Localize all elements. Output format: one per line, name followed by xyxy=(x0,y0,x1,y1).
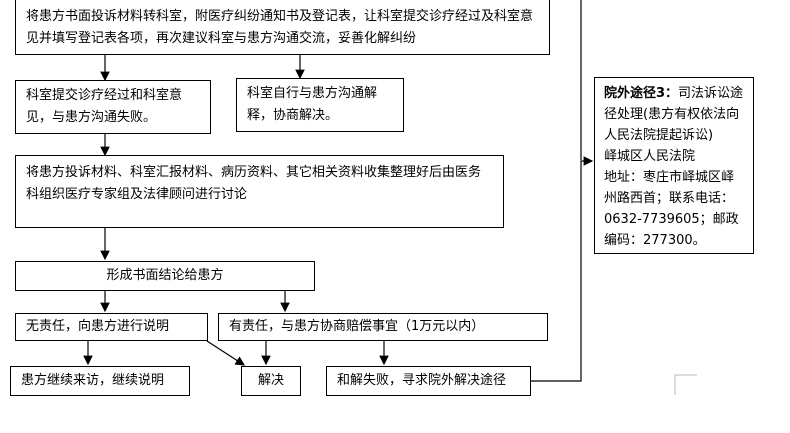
step-resolved: 解决 xyxy=(241,366,301,396)
step-no-liability: 无责任，向患方进行说明 xyxy=(15,313,208,341)
step-settlefail-text: 和解失败，寻求院外解决途径 xyxy=(337,373,507,388)
step-continue-visit: 患方继续来访，继续说明 xyxy=(10,366,190,396)
court-route-heading: 院外途径3： xyxy=(604,86,679,101)
step-resolved-text: 解决 xyxy=(257,373,284,388)
court-address: 地址：枣庄市峄城区峄州路西首；联系电话：0632-7739605；邮政编码：27… xyxy=(604,170,739,248)
step-transfer-to-department: 将患方书面投诉材料转科室，附医疗纠纷通知书及登记表，让科室提交诊疗经过及科室意见… xyxy=(15,0,550,55)
court-name: 峄城区人民法院 xyxy=(604,149,696,164)
arrow-noliab-to-resolved xyxy=(206,340,246,366)
step-communication-failed: 科室提交诊疗经过和科室意见，与患方沟通失败。 xyxy=(15,80,211,134)
step-liab-text: 有责任，与患方协商赔偿事宜（1万元以内） xyxy=(229,319,485,334)
step-continue-text: 患方继续来访，继续说明 xyxy=(21,373,165,388)
step-collect-materials: 将患方投诉材料、科室汇报材料、病历资料、其它相关资料收集整理好后由医务科组织医疗… xyxy=(15,155,504,228)
step-self-resolve: 科室自行与患方沟通解释，协商解决。 xyxy=(236,78,404,132)
step-collect-text: 将患方投诉材料、科室汇报材料、病历资料、其它相关资料收集整理好后由医务科组织医疗… xyxy=(26,165,482,202)
step-settlement-failed: 和解失败，寻求院外解决途径 xyxy=(326,366,531,396)
step-fail-text: 科室提交诊疗经过和科室意见，与患方沟通失败。 xyxy=(26,88,183,125)
step-noliab-text: 无责任，向患方进行说明 xyxy=(26,319,170,334)
step-transfer-text: 将患方书面投诉材料转科室，附医疗纠纷通知书及登记表，让科室提交诊疗经过及科室意见… xyxy=(26,9,534,46)
step-self-text: 科室自行与患方沟通解释，协商解决。 xyxy=(247,86,378,123)
step-liability: 有责任，与患方协商赔偿事宜（1万元以内） xyxy=(218,313,548,341)
court-route-text: 司法诉讼途径处理(患方有权依法向人民法院提起诉讼) xyxy=(604,86,744,143)
arrow-settlefail-to-court xyxy=(531,156,594,382)
corner-mark xyxy=(674,374,697,395)
step-written-conclusion: 形成书面结论给患方 xyxy=(15,261,315,291)
court-route-box: 院外途径3：司法诉讼途径处理(患方有权依法向人民法院提起诉讼) 峄城区人民法院 … xyxy=(594,77,754,254)
step-written-text: 形成书面结论给患方 xyxy=(106,268,224,283)
